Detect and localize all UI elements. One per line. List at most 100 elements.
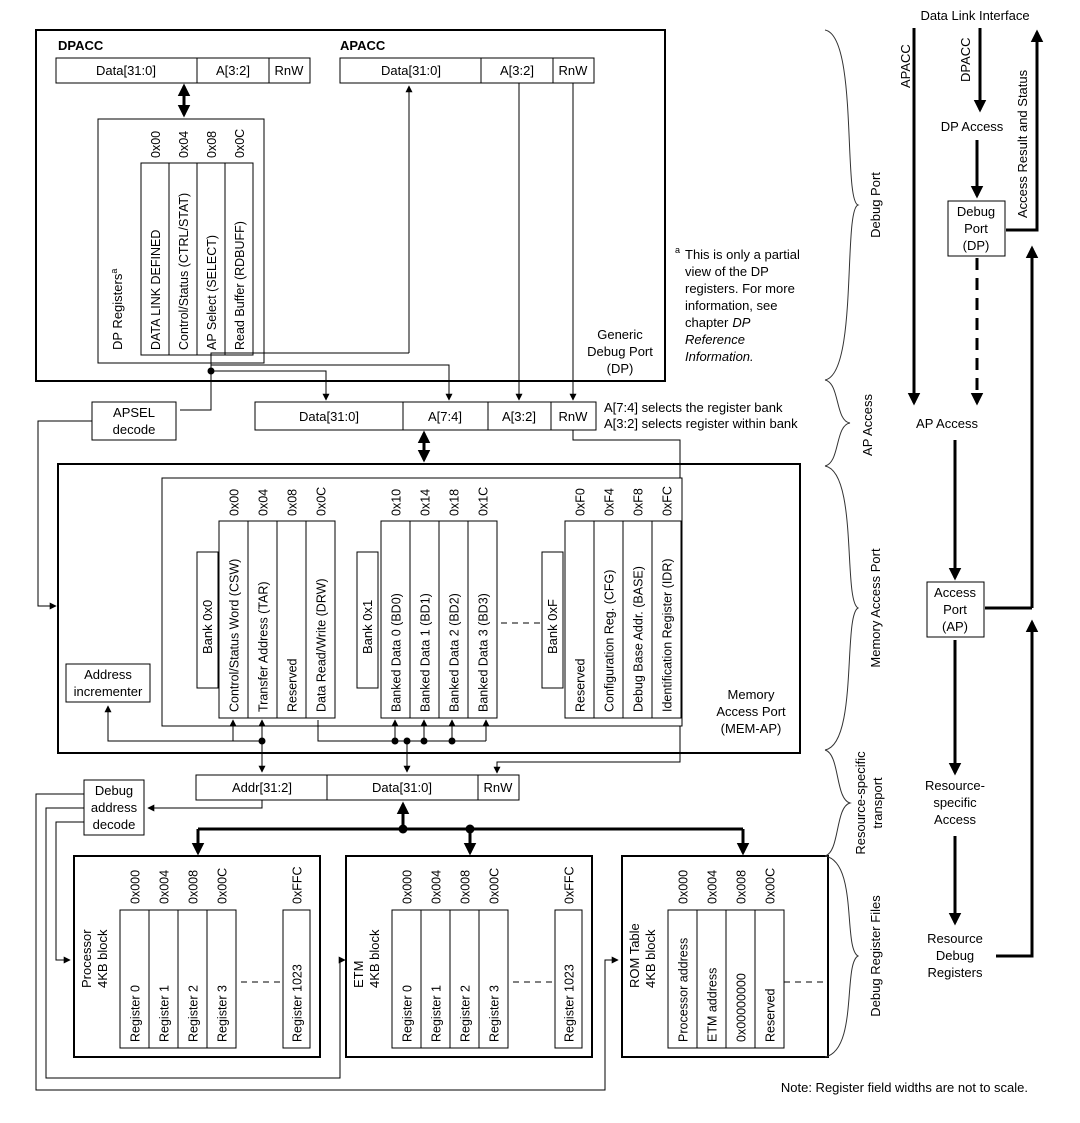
block2-0-register-name: Processor address (677, 938, 691, 1042)
block1-0-register-offset: 0x000 (401, 870, 415, 904)
bank1-2-register-offset: 0x18 (448, 489, 462, 516)
memap-label-line-1: Memory (728, 687, 775, 702)
memap-label-line-2: Access Port (716, 704, 786, 719)
memap-label-line-3: (MEM-AP) (721, 721, 782, 736)
apsel-line-1: APSEL (113, 405, 155, 420)
bank0-1-register-offset: 0x04 (257, 489, 271, 516)
block2-0-register-offset: 0x000 (677, 870, 691, 904)
footnote-line-2: view of the DP (685, 264, 769, 279)
section-label-debug-port: Debug Port (868, 172, 883, 238)
bank0-3-register-name: Data Read/Write (DRW) (315, 578, 329, 712)
block2-2-register-name: 0x00000000 (735, 973, 749, 1042)
bank1-2-register-name: Banked Data 2 (BD2) (448, 593, 462, 712)
bank0-3-register-offset: 0x0C (315, 487, 329, 516)
apacc-title: APACC (340, 38, 386, 53)
bank-0-label: Bank 0x0 (200, 600, 215, 654)
flow-ap-access: AP Access (916, 416, 978, 431)
flow-data-link-interface: Data Link Interface (920, 8, 1029, 23)
flow-ap-box-line-1: Access (934, 585, 976, 600)
block0-0-register-name: Register 0 (129, 985, 143, 1042)
block0-1-register-name: Register 1 (158, 985, 172, 1042)
bank0-2-register-name: Reserved (286, 658, 300, 712)
footnote-line-6: Reference (685, 332, 745, 347)
flow-ap-box (926, 581, 985, 638)
block1-2-register-name: Register 2 (459, 985, 473, 1042)
section-label-debug-register-files: Debug Register Files (868, 895, 883, 1017)
dp-1-register-offset: 0x04 (177, 131, 191, 158)
scale-note: Note: Register field widths are not to s… (781, 1080, 1028, 1095)
bank-0-box (196, 551, 219, 689)
apacc-rnw-field: RnW (559, 63, 589, 78)
flow-resource-regs-line-1: Resource (927, 931, 983, 946)
processor-block-title-2: 4KB block (95, 929, 110, 988)
apsel-line-2: decode (113, 422, 156, 437)
block0-3-register-name: Register 3 (216, 985, 230, 1042)
rom-block-title-2: 4KB block (643, 929, 658, 988)
dp-1-register-name: Control/Status (CTRL/STAT) (177, 193, 191, 350)
apsel-decode: APSEL decode (91, 401, 177, 441)
dpacc-data-field: Data[31:0] (96, 63, 156, 78)
footnote-marker: a (675, 245, 680, 255)
decode-line-3: decode (93, 817, 136, 832)
block2-1-register-offset: 0x004 (706, 870, 720, 904)
rom-table-block: ROM Table 4KB block (621, 855, 829, 1058)
flow-dp-box (947, 200, 1006, 257)
dp-label-line-3: (DP) (607, 361, 634, 376)
rom-block-title-1: ROM Table (627, 923, 642, 988)
block2-1-register-name: ETM address (706, 968, 720, 1042)
apacc-register: Data[31:0] A[3:2] RnW (339, 57, 595, 84)
dpacc-register: Data[31:0] A[3:2] RnW (55, 57, 311, 84)
apacc-addr-field: A[3:2] (500, 63, 534, 78)
bank0-3-register-cell: 0x0C Data Read/Write (DRW) (305, 487, 336, 719)
flow-dp-box-line-2: Port (964, 221, 988, 236)
block1-last-register-name: Register 1023 (563, 964, 577, 1042)
dpacc-rnw-field: RnW (275, 63, 305, 78)
dp-label-line-2: Debug Port (587, 344, 653, 359)
flow-resource-regs-line-2: Debug (936, 948, 974, 963)
processor-block: Processor 4KB block (73, 855, 321, 1058)
ap-bus-rnw-field: RnW (559, 409, 589, 424)
block2-3-register-offset: 0x00C (764, 868, 778, 904)
bank-1-label: Bank 0x1 (360, 600, 375, 654)
decode-line-2: address (91, 800, 138, 815)
flow-dp-box-line-1: Debug (957, 204, 995, 219)
flow-apacc-label: APACC (898, 44, 913, 88)
flow-resource-access-line-2: specific (933, 795, 977, 810)
bank0-1-register-name: Transfer Address (TAR) (257, 581, 271, 712)
bank1-1-register-name: Banked Data 1 (BD1) (419, 593, 433, 712)
footnote-line-4: information, see (685, 298, 778, 313)
debug-port-block: DPACC APACC Data[31:0] A[3:2] RnW Data[3… (35, 29, 666, 401)
resource-bus-data-field: Data[31:0] (372, 780, 432, 795)
resource-bus-register: Addr[31:2] Data[31:0] RnW (195, 774, 520, 801)
bankF-2-register-name: Debug Base Addr. (BASE) (632, 566, 646, 712)
dp-label-line-1: Generic (597, 327, 643, 342)
ap-access-register: Data[31:0] A[7:4] A[3:2] RnW (254, 401, 597, 431)
dp-registers-title: DP Registersa (109, 269, 125, 350)
bank-f-box (541, 551, 564, 689)
flow-resource-regs-line-3: Registers (928, 965, 983, 980)
flow-ap-box-line-3: (AP) (942, 619, 968, 634)
block0-2-register-offset: 0x008 (187, 870, 201, 904)
dp-0-register-offset: 0x00 (149, 131, 163, 158)
block1-0-register-name: Register 0 (401, 985, 415, 1042)
dpacc-title: DPACC (58, 38, 104, 53)
mem-ap-block: Bank 0x0 Bank 0x1 Bank 0xF 0x00Control/S… (57, 463, 801, 754)
bankF-0-register-name: Reserved (574, 658, 588, 712)
